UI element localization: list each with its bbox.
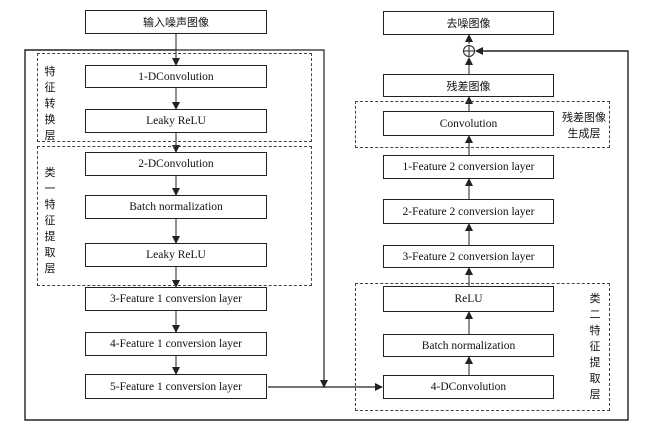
node-relu: ReLU	[383, 286, 554, 312]
edge-skip-down	[176, 49, 328, 388]
node-2-dconvolution: 2-DConvolution	[85, 152, 267, 176]
node-batch-norm-1: Batch normalization	[85, 195, 267, 219]
node-batch-norm-2: Batch normalization	[383, 334, 554, 357]
node-residual-image: 残差图像	[383, 74, 554, 97]
group-class1-extract	[37, 146, 312, 286]
label-feature-transform: 特征转换层	[44, 65, 56, 142]
label-class1-extract: 类一特征提取层	[44, 166, 56, 275]
group-residual-gen	[355, 101, 610, 148]
label-class2-extract: 类二特征提取层	[589, 292, 601, 401]
node-input-noisy-image: 输入噪声图像	[85, 10, 267, 34]
node-2-feature2: 2-Feature 2 conversion layer	[383, 199, 554, 224]
node-convolution: Convolution	[383, 111, 554, 136]
edge-global-skip	[24, 47, 629, 421]
node-3-feature2: 3-Feature 2 conversion layer	[383, 245, 554, 268]
node-3-feature1: 3-Feature 1 conversion layer	[85, 287, 267, 311]
node-output-denoised-image: 去噪图像	[383, 11, 554, 35]
node-4-feature1: 4-Feature 1 conversion layer	[85, 332, 267, 356]
node-1-dconvolution: 1-DConvolution	[85, 65, 267, 88]
node-1-feature2: 1-Feature 2 conversion layer	[383, 155, 554, 179]
group-class2-extract	[355, 283, 610, 411]
label-residual-gen: 残差图像生成层	[562, 111, 606, 140]
node-leaky-relu-2: Leaky ReLU	[85, 243, 267, 267]
node-5-feature1: 5-Feature 1 conversion layer	[85, 374, 267, 399]
node-4-dconvolution: 4-DConvolution	[383, 375, 554, 399]
group-feature-transform	[37, 53, 312, 142]
node-leaky-relu-1: Leaky ReLU	[85, 109, 267, 133]
